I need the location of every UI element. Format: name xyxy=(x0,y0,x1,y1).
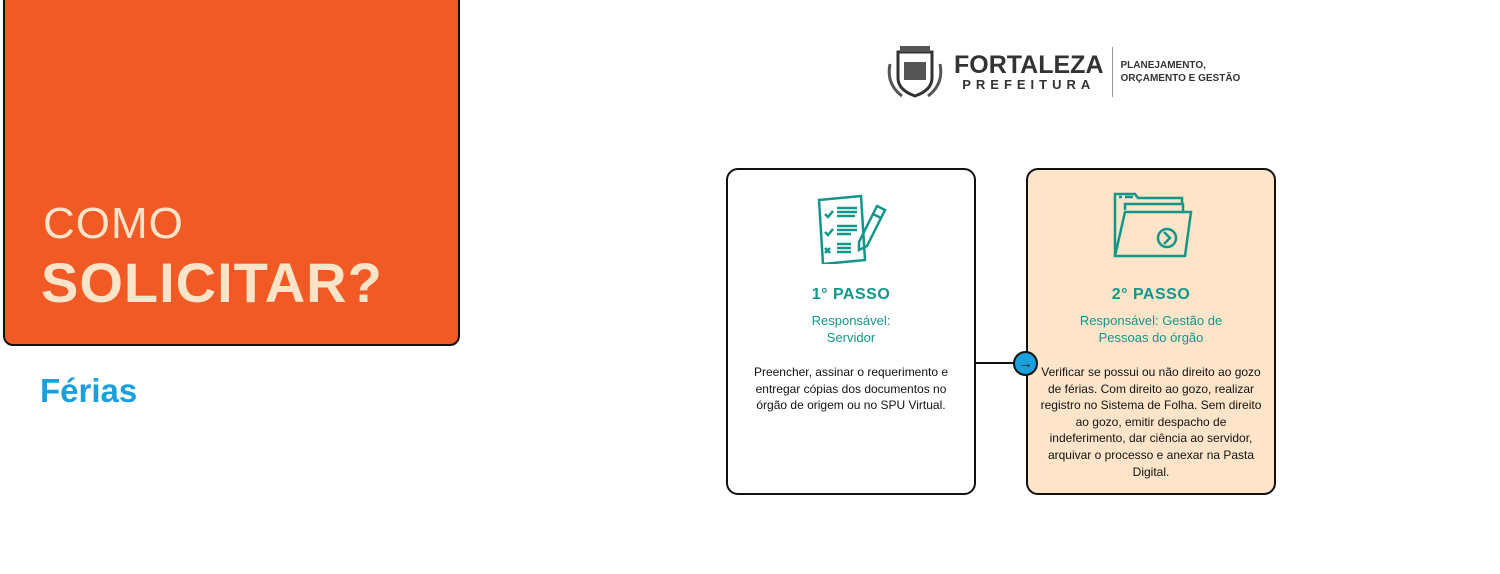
logo-dept-line2: ORÇAMENTO E GESTÃO xyxy=(1120,73,1241,84)
step-card-1: 1° PASSO Responsável: Servidor Preencher… xyxy=(726,168,976,495)
step-card-2: 2° PASSO Responsável: Gestão de Pessoas … xyxy=(1026,168,1276,495)
logo-divider xyxy=(1111,47,1113,97)
topic-title: Férias xyxy=(40,372,138,409)
flow-connector xyxy=(976,362,1014,364)
logo-sub: PREFEITURA xyxy=(962,76,1096,92)
hero-line2: SOLICITAR? xyxy=(41,251,383,314)
hero-banner: COMO SOLICITAR? xyxy=(3,0,460,346)
logo-dept-line1: PLANEJAMENTO, xyxy=(1120,60,1206,71)
step-description: Verificar se possui ou não direito ao go… xyxy=(1040,365,1262,479)
coat-of-arms-icon xyxy=(887,46,943,98)
logo-name: FORTALEZA xyxy=(954,50,1104,79)
step-responsible: Responsável: Gestão de Pessoas do órgão xyxy=(1079,313,1223,345)
step-responsible: Responsável: Servidor xyxy=(811,313,891,345)
arrow-right-icon: → xyxy=(1013,351,1038,376)
prefeitura-logo: FORTALEZA PREFEITURA PLANEJAMENTO, ORÇAM… xyxy=(884,44,1240,100)
step-title: 1° PASSO xyxy=(811,286,891,303)
step-title: 2° PASSO xyxy=(1111,286,1191,303)
step-description: Preencher, assinar o requerimento e entr… xyxy=(753,365,949,413)
hero-line1: COMO xyxy=(43,199,184,248)
folder-arrow-icon xyxy=(1113,192,1193,258)
checklist-pencil-icon xyxy=(817,194,887,264)
